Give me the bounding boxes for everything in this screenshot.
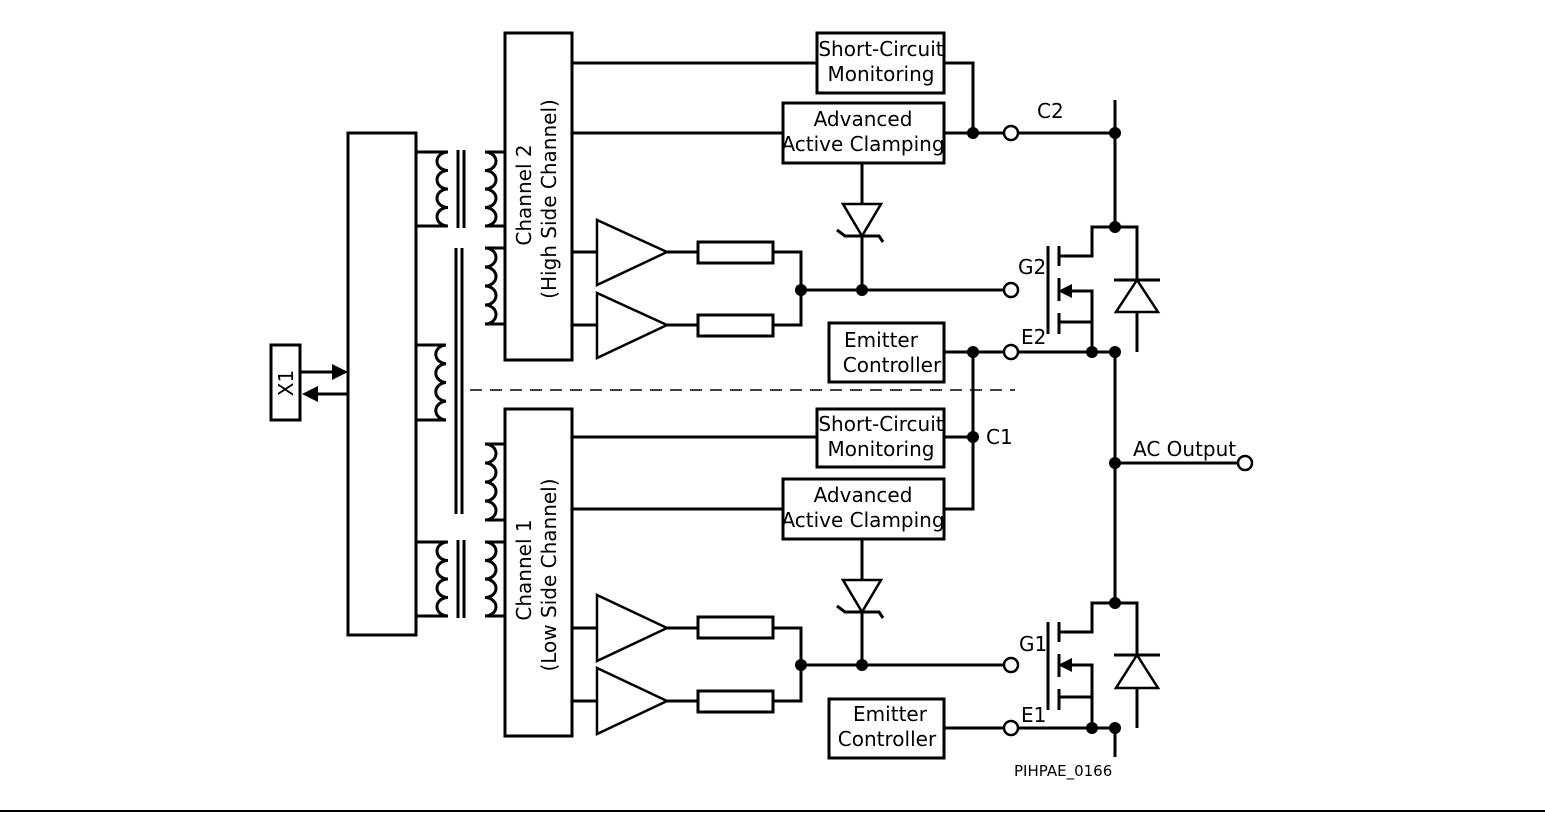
x1-label: X1 (274, 370, 298, 396)
igbt-high-side (1046, 221, 1161, 358)
emitter-controller-top: Emitter Controller (827, 321, 946, 384)
channel-1-label-line1: Channel 1 (512, 519, 536, 620)
igbt-low-side (1046, 597, 1161, 734)
clamp-top-line1: Advanced (814, 107, 913, 131)
c2-label: C2 (1037, 99, 1064, 123)
buffer-amp-2b (595, 291, 670, 360)
gate-resistor-1b (696, 689, 775, 714)
e2-label: E2 (1021, 325, 1046, 349)
gate-resistor-1a (696, 615, 775, 640)
emitter-bottom-line1: Emitter (853, 702, 928, 726)
clamp-bottom-line1: Advanced (814, 483, 913, 507)
x1-arrows (300, 364, 349, 402)
sc-monitor-top-line1: Short-Circuit (818, 37, 943, 61)
primary-controller-block (346, 131, 418, 637)
transformer-bottom (416, 540, 505, 618)
short-circuit-monitoring-bottom: Short-Circuit Monitoring (815, 407, 946, 469)
c2-terminal (1002, 124, 1020, 142)
sc-monitor-bottom-line2: Monitoring (828, 437, 935, 461)
c1-label: C1 (986, 425, 1013, 449)
e2-terminal (1002, 343, 1020, 361)
gate-resistor-2a (696, 240, 775, 265)
buffer-amp-2a (595, 218, 670, 287)
sc-monitor-top-line2: Monitoring (828, 62, 935, 86)
channel-2-label-line2: (High Side Channel) (537, 99, 561, 299)
buffer-amp-1a (595, 593, 670, 663)
g1-label: G1 (1019, 632, 1047, 656)
channel-2-block: Channel 2 (High Side Channel) (503, 31, 574, 362)
transformer-top (416, 150, 505, 228)
channel-1-label-line2: (Low Side Channel) (537, 478, 561, 671)
ac-output-label: AC Output (1133, 437, 1236, 461)
emitter-top-line2: Controller (843, 353, 942, 377)
e1-terminal (1002, 719, 1020, 737)
g2-label: G2 (1018, 255, 1046, 279)
clamp-bottom-line2: Active Clamping (781, 508, 944, 532)
active-clamping-bottom: Advanced Active Clamping (781, 477, 946, 541)
x1-connector: X1 (269, 343, 302, 422)
emitter-controller-bottom: Emitter Controller (827, 697, 946, 760)
figure-id: PIHPAE_0166 (1014, 762, 1112, 781)
transformer-middle (416, 246, 505, 522)
buffer-amp-1b (595, 666, 670, 736)
ac-output-terminal (1236, 454, 1254, 472)
emitter-top-line1: Emitter (844, 328, 919, 352)
channel-2-label-line1: Channel 2 (512, 144, 536, 245)
short-circuit-monitoring-top: Short-Circuit Monitoring (815, 31, 946, 95)
g1-terminal (1002, 656, 1020, 674)
emitter-bottom-line2: Controller (838, 727, 937, 751)
e1-label: E1 (1021, 703, 1046, 727)
active-clamping-top: Advanced Active Clamping (781, 101, 946, 165)
clamp-top-line2: Active Clamping (781, 132, 944, 156)
g2-terminal (1002, 281, 1020, 299)
sc-monitor-bottom-line1: Short-Circuit (818, 412, 943, 436)
channel-1-block: Channel 1 (Low Side Channel) (503, 407, 574, 738)
gate-resistor-2b (696, 313, 775, 338)
